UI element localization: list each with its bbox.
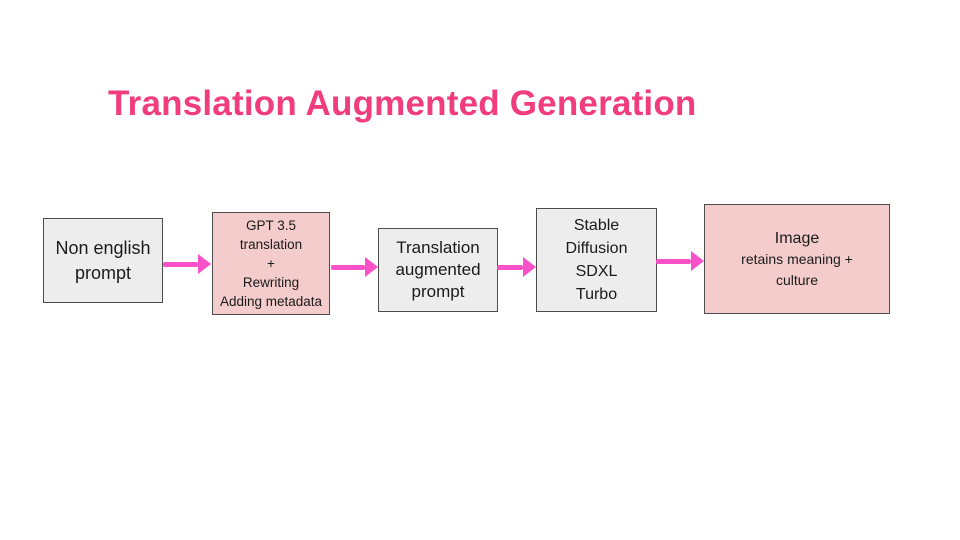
box-label-line: SDXL	[575, 263, 618, 280]
box-label-line: GPT 3.5	[245, 218, 297, 233]
box-label-line: augmented	[395, 260, 481, 279]
box-label-line: Translation	[396, 238, 480, 257]
flow-arrow-2	[331, 257, 378, 277]
box-label-line: culture	[775, 271, 819, 288]
flow-box-image-output: Image retains meaning + culture	[704, 204, 890, 314]
box-label-line: translation	[239, 237, 303, 252]
box-label-line: prompt	[411, 282, 465, 301]
page-title: Translation Augmented Generation	[108, 84, 697, 123]
box-label-line: Non english	[55, 237, 151, 258]
box-label-line: Image	[774, 229, 820, 247]
flow-arrow-3	[497, 257, 536, 277]
flow-arrow-4	[656, 251, 704, 271]
box-label-line: Turbo	[575, 286, 618, 303]
arrow-head-icon	[523, 257, 536, 277]
arrow-body	[163, 261, 198, 267]
arrow-head-icon	[691, 251, 704, 271]
arrow-head-icon	[365, 257, 378, 277]
arrow-head-icon	[198, 254, 211, 274]
flow-box-translation-augmented-prompt: Translation augmented prompt	[378, 228, 498, 312]
flow-box-non-english-prompt: Non english prompt	[43, 218, 163, 303]
arrow-body	[656, 258, 691, 264]
arrow-body	[497, 264, 523, 270]
box-label-line: Diffusion	[565, 240, 628, 257]
flow-arrow-1	[163, 254, 211, 274]
flow-box-stable-diffusion-sdxl-turbo: Stable Diffusion SDXL Turbo	[536, 208, 657, 312]
flow-box-gpt-translation: GPT 3.5 translation + Rewriting Adding m…	[212, 212, 330, 315]
box-label-line: Stable	[573, 217, 620, 234]
box-label-line: retains meaning +	[741, 250, 853, 267]
box-label-line: Rewriting	[242, 275, 300, 290]
box-label-line: prompt	[74, 262, 132, 283]
box-label-line: Adding metadata	[219, 294, 323, 309]
arrow-body	[331, 264, 365, 270]
box-label-line: +	[267, 256, 275, 271]
